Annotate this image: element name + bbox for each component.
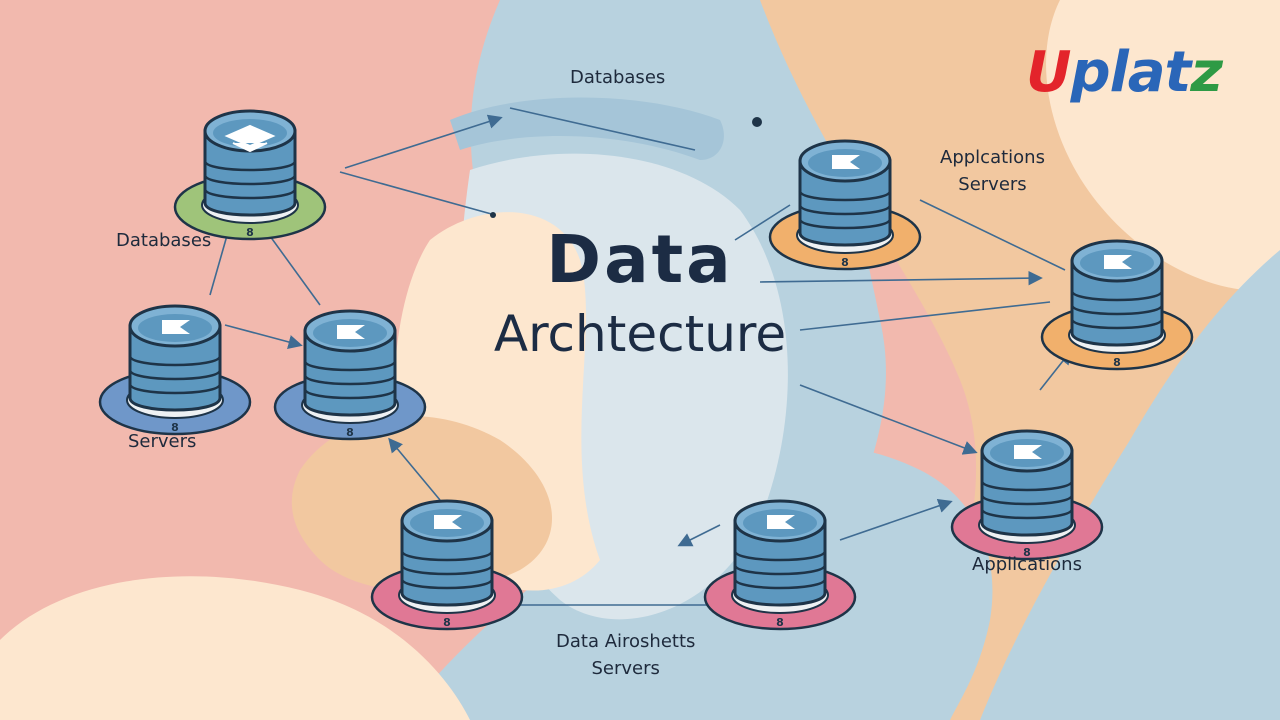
database-cylinder-icon: 8 [768,139,922,271]
node-badge: 8 [1023,546,1031,559]
diagram-title: Data Archtecture [440,218,840,366]
db-bottom-2-node: 8 [695,485,865,635]
database-cylinder-icon: 8 [370,499,524,631]
db-top-right-node: 8 [760,125,930,275]
connector-dot-1 [752,117,762,127]
connection-line-12 [839,498,953,541]
node-badge: 8 [443,616,451,629]
node-badge: 8 [246,226,254,239]
connection-line-14 [388,437,441,501]
logo-letter-u: U [1026,40,1071,105]
connection-line-13 [677,524,721,547]
connection-line-10 [799,384,978,455]
label-top-databases: Databases [570,67,666,88]
title-line-2: Archtecture [493,305,787,363]
label-bottom-line-1: Data Airoshetts [556,631,696,652]
connection-line-5 [224,324,303,349]
logo-letter-z: z [1190,40,1223,105]
title-line-1: Data [546,221,734,298]
connection-line-1 [339,171,496,216]
db-bottom-1-node: 8 [362,485,532,635]
db-left-1-node: 8 [90,290,260,440]
db-top-left-node: 8 [165,95,335,245]
label-bottom-line-2: Servers [591,658,660,679]
connection-line-8 [759,270,1043,286]
database-cylinder-icon: 8 [173,109,327,241]
connection-line-16 [919,199,1066,271]
label-left-servers: Servers [128,431,197,452]
label-applications-line: Applcations [940,147,1045,168]
db-right-low-node: 8 [942,415,1112,565]
label-bottom: Data Airoshetts Servers [556,628,695,682]
db-left-2-node: 8 [265,295,435,445]
database-cylinder-icon: 8 [273,309,427,441]
connection-line-6 [509,107,696,151]
label-servers-line: Servers [958,174,1027,195]
label-applications-servers: Applcations Servers [940,144,1045,198]
connection-line-9 [799,301,1051,331]
node-badge: 8 [346,426,354,439]
node-badge: 8 [841,256,849,269]
database-cylinder-icon: 8 [950,429,1104,561]
label-left-databases: Databases [116,230,212,251]
logo-letters-plat: plat [1070,40,1191,105]
database-cylinder-icon: 8 [703,499,857,631]
uplatz-logo: Uplatz [1026,38,1223,108]
node-badge: 8 [1113,356,1121,369]
database-cylinder-icon: 8 [98,304,252,436]
label-applications: Applications [972,554,1082,575]
connection-line-2 [344,114,503,169]
connection-line-7 [734,204,791,241]
db-right-node: 8 [1032,225,1202,375]
node-badge: 8 [776,616,784,629]
node-badge: 8 [171,421,179,434]
connector-dot-2 [490,212,496,218]
database-cylinder-icon: 8 [1040,239,1194,371]
